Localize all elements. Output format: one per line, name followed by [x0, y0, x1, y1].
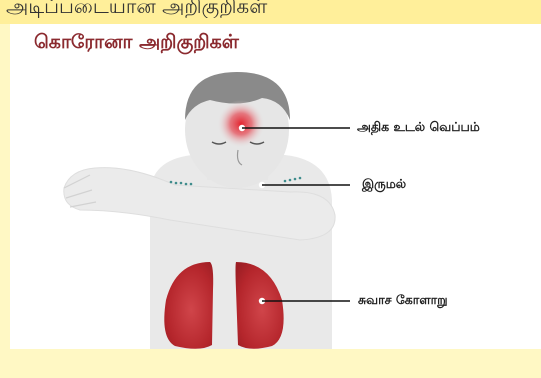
label-breathing: சுவாச கோளாறு: [358, 292, 448, 309]
label-cough: இருமல்: [362, 176, 406, 193]
diagram-title: கொரோனா அறிகுறிகள்: [34, 31, 239, 56]
fever-glow: [217, 100, 265, 148]
label-fever: அதிக உடல் வெப்பம்: [357, 119, 480, 136]
